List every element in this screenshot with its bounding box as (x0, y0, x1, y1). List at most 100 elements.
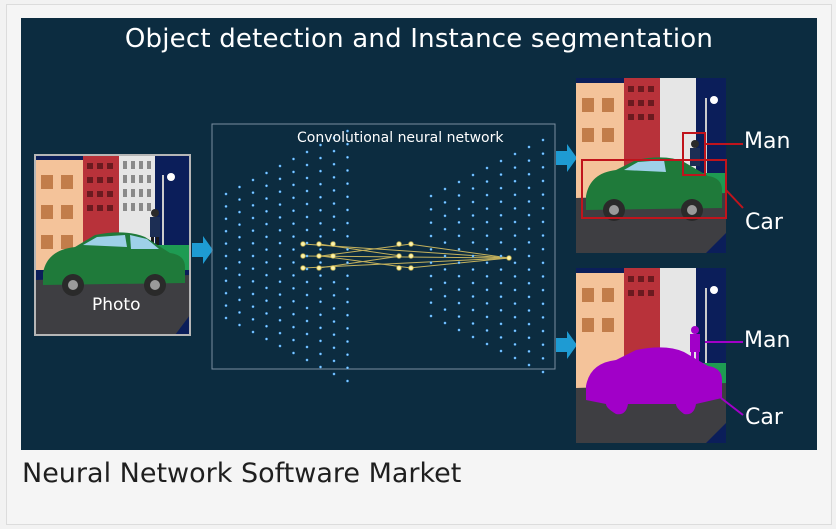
network-node (318, 313, 323, 317)
network-node (291, 351, 296, 355)
network-node (541, 206, 545, 210)
network-node (278, 344, 282, 348)
network-node (485, 179, 489, 184)
network-node (443, 267, 447, 272)
network-node (264, 184, 269, 188)
network-node (278, 292, 282, 297)
network-node (332, 293, 336, 298)
network-node (471, 200, 475, 204)
network-node (513, 152, 517, 156)
network-node (457, 220, 461, 225)
network-node (278, 267, 282, 271)
network-node (291, 247, 296, 252)
network-node (457, 287, 461, 292)
network-node (443, 214, 447, 218)
core-node (299, 264, 307, 272)
input-photo (34, 154, 191, 336)
diagram-figure: Object detection and Instance segmentati… (21, 18, 817, 450)
network-node (264, 235, 269, 239)
network-node (237, 185, 242, 189)
network-node (318, 247, 323, 252)
network-node (264, 311, 269, 316)
car-leader-line (725, 189, 744, 209)
network-node (278, 228, 282, 232)
network-node (278, 280, 282, 284)
network-node (237, 323, 242, 327)
article-caption[interactable]: Neural Network Software Market (22, 458, 462, 489)
network-node (278, 241, 282, 245)
network-node (278, 190, 282, 194)
network-node (345, 221, 350, 225)
network-node (499, 172, 503, 177)
network-node (499, 295, 503, 299)
network-node (224, 241, 228, 246)
network-node (541, 356, 545, 361)
network-node (513, 329, 517, 333)
network-node (541, 288, 545, 292)
arrow-segmentation-icon (556, 331, 577, 359)
network-node (224, 192, 228, 196)
network-node (457, 234, 461, 238)
network-node (513, 288, 517, 292)
network-node (499, 213, 503, 217)
network-node (345, 247, 350, 252)
network-node (527, 267, 531, 272)
network-node (237, 310, 242, 315)
network-node (429, 234, 433, 238)
man-bounding-box (682, 132, 706, 176)
network-node (305, 189, 309, 193)
network-node (471, 254, 475, 258)
network-node (457, 261, 461, 265)
network-node (527, 254, 531, 258)
network-node (527, 295, 531, 299)
network-node (291, 312, 296, 316)
network-node (224, 266, 228, 271)
network-node (499, 200, 503, 204)
network-node (485, 288, 489, 292)
network-node (318, 286, 323, 291)
network-node (318, 221, 323, 226)
core-node (315, 240, 323, 248)
network-node (457, 274, 461, 278)
network-node (345, 379, 350, 383)
network-node (443, 200, 447, 205)
network-node (332, 162, 336, 166)
network-node (527, 322, 531, 326)
network-node (513, 179, 517, 183)
core-node (315, 264, 323, 272)
network-node (345, 260, 350, 265)
network-node (527, 336, 531, 340)
network-node (485, 220, 489, 224)
network-node (345, 155, 350, 160)
segmentation-output (576, 268, 726, 443)
network-node (499, 349, 503, 353)
network-node (237, 273, 242, 277)
network-node (457, 193, 461, 198)
network-node (513, 193, 517, 197)
core-node (329, 252, 337, 260)
network-node (318, 208, 323, 212)
network-node (429, 207, 433, 212)
network-node (291, 273, 296, 278)
network-node (237, 298, 242, 302)
network-node (251, 304, 255, 309)
network-node (251, 228, 255, 233)
network-node (224, 279, 228, 283)
network-node (291, 299, 296, 303)
car-figure-input (43, 232, 185, 296)
network-node (264, 247, 269, 252)
network-node (457, 314, 461, 319)
network-node (264, 324, 269, 328)
network-node (318, 143, 323, 147)
network-node (443, 321, 447, 325)
network-node (237, 260, 242, 264)
car-bounding-box (581, 159, 727, 219)
network-node (429, 314, 433, 318)
network-node (305, 306, 309, 310)
diagram-title: Object detection and Instance segmentati… (124, 24, 714, 54)
core-node (315, 252, 323, 260)
network-node (332, 332, 336, 337)
network-node (541, 138, 545, 142)
network-node (264, 298, 269, 303)
network-node (527, 349, 531, 354)
